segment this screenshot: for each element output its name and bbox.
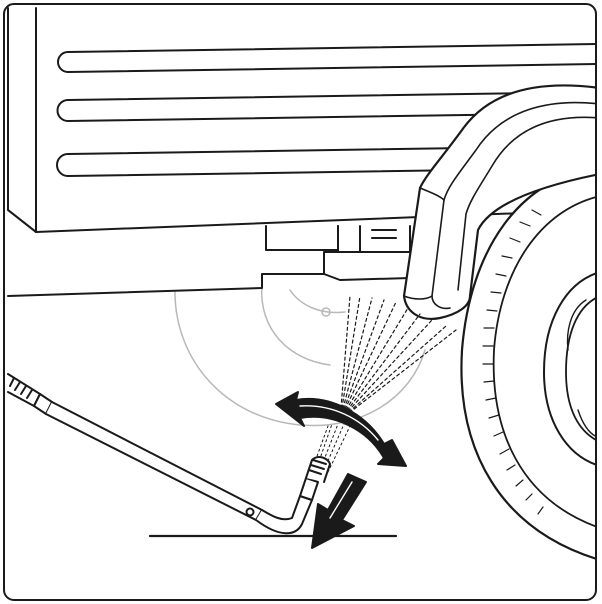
chassis-rail-icon <box>7 225 411 297</box>
tire-icon <box>460 166 596 562</box>
wheel-arch-icon <box>402 84 596 320</box>
rotate-arrow-icon <box>275 391 407 467</box>
rear-wheel-shadow-icon <box>174 283 426 427</box>
down-arrow-icon <box>311 473 367 549</box>
spray-jet-icon <box>339 295 457 421</box>
spray-lance-icon <box>7 373 331 535</box>
spray-mist-icon <box>311 423 351 473</box>
frame-border <box>3 3 597 601</box>
